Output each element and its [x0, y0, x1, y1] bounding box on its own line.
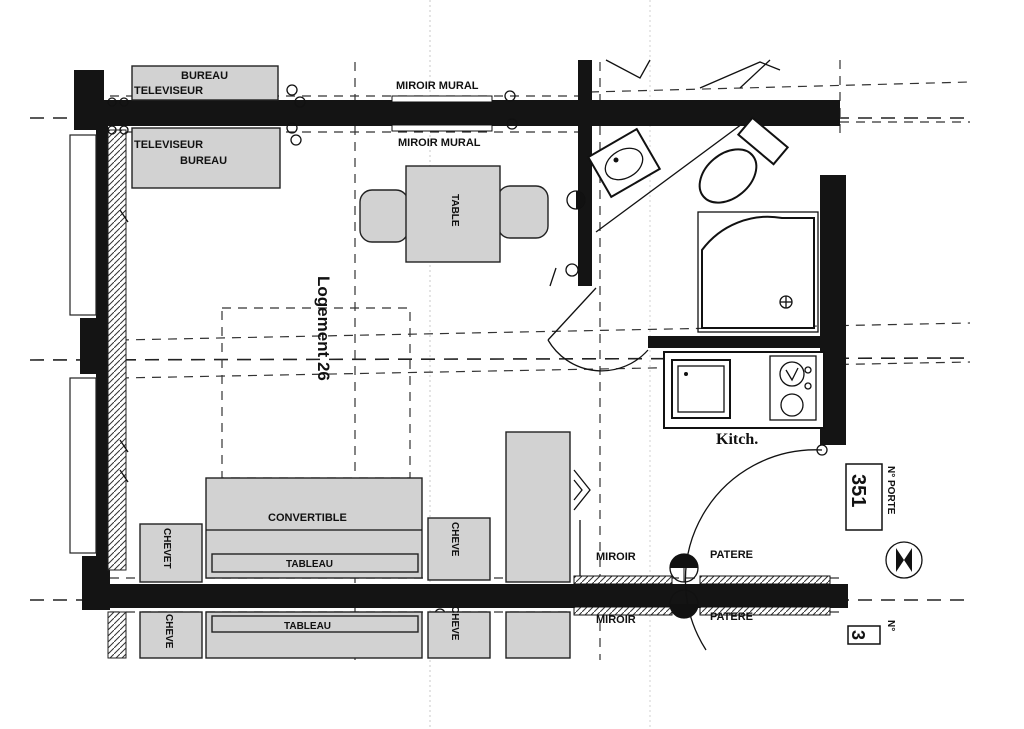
- label-convertible: CONVERTIBLE: [268, 512, 347, 524]
- door-number: 351: [847, 474, 869, 507]
- desk-top: BUREAU TELEVISEUR: [131, 65, 279, 101]
- label-table: TABLE: [449, 194, 460, 227]
- label-televiseur-bottom: TELEVISEUR: [134, 139, 203, 151]
- label-patere-bottom: PATERE: [710, 611, 753, 623]
- label-miroir-mural-bottom: MIROIR MURAL: [398, 137, 481, 149]
- bathroom: [547, 59, 819, 372]
- washbasin: [586, 127, 662, 199]
- label-miroir-top: MIROIR: [596, 551, 636, 563]
- wall-bottom: [96, 584, 848, 608]
- convertible-bed: CONVERTIBLE TABLEAU: [205, 477, 423, 579]
- dining-table: TABLE: [359, 165, 549, 263]
- door-plate-partial: 3 N°: [847, 620, 896, 645]
- wall-mirror: MIROIR MURAL MIROIR MURAL: [391, 80, 493, 149]
- door-plate: 351 N° PORTE: [845, 463, 923, 579]
- label-televiseur-top: TELEVISEUR: [134, 85, 203, 97]
- wall-bath-left: [578, 60, 592, 286]
- unit-name: Logement 26: [314, 276, 333, 381]
- label-kitchen: Kitch.: [716, 431, 758, 448]
- toilet: [698, 116, 790, 204]
- bed-lower: TABLEAU: [205, 611, 423, 659]
- label-chevet-left-bottom: CHEVE: [163, 614, 174, 649]
- desk-bottom: TELEVISEUR BUREAU: [131, 127, 281, 189]
- kitchenette: Kitch.: [663, 351, 825, 448]
- label-miroir-mural-top: MIROIR MURAL: [396, 80, 479, 92]
- walls: [74, 60, 848, 610]
- label-tableau-bottom: TABLEAU: [284, 621, 331, 632]
- label-bureau-top: BUREAU: [181, 70, 228, 82]
- door-plate-partial-caption: N°: [885, 620, 896, 631]
- door-number-partial: 3: [848, 630, 868, 640]
- facade-window: [69, 129, 129, 659]
- entry-door: [684, 444, 828, 651]
- label-chevet-left-top: CHEVET: [161, 528, 172, 569]
- label-chevet-right-top: CHEVE: [449, 522, 460, 557]
- label-bureau-bottom: BUREAU: [180, 155, 227, 167]
- label-patere-top: PATERE: [710, 549, 753, 561]
- label-chevet-right-bottom: CHEVE: [449, 606, 460, 641]
- wall-left-post-top: [74, 70, 104, 130]
- door-plate-caption: N° PORTE: [885, 466, 896, 515]
- label-miroir-bottom: MIROIR: [596, 614, 636, 626]
- wall-bath-bottom: [648, 336, 830, 348]
- shower: [697, 211, 819, 333]
- wall-top: [74, 100, 840, 126]
- wall-left-post-mid: [80, 318, 108, 374]
- closet: [505, 431, 591, 659]
- label-tableau-top: TABLEAU: [286, 559, 333, 570]
- entry-wall-items: MIROIR MIROIR PATERE PATERE: [573, 549, 831, 626]
- nightstand-right: CHEVE CHEVE: [427, 517, 491, 659]
- nightstand-left: CHEVET CHEVE: [139, 523, 203, 659]
